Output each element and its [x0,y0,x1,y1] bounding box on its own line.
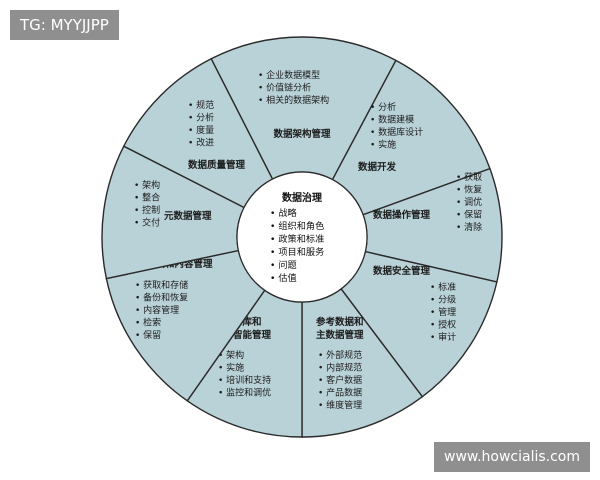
segment-item: • 分析 [188,112,214,124]
segment-item: • 培训和支持 [218,374,271,386]
center-item: • 政策和标准 [270,233,324,245]
segment-item: • 整合 [134,192,160,204]
segment-item: • 内容管理 [135,304,179,316]
segment-item: • 交付 [134,217,160,229]
segment-item: • 备份和恢复 [135,292,188,304]
watermark-tag: TG: MYYJJPP [10,10,119,40]
segment-item: • 控制 [134,204,160,216]
center-hub [236,171,368,303]
center-item: • 估值 [270,272,297,284]
segment-item: • 保留 [456,209,482,221]
segment-item: • 恢复 [456,184,482,196]
segment-item: • 企业数据模型 [258,69,320,81]
center-item: • 问题 [270,259,297,271]
segment-item: • 改进 [188,137,214,149]
segment-title: 数据操作管理 [372,209,431,221]
segment-item: • 架构 [218,349,244,361]
segment-title: 参考数据和主数据管理 [315,316,364,341]
segment-item: • 管理 [430,306,456,318]
center-title: 数据治理 [282,191,322,204]
segment-item: • 客户数据 [318,374,362,386]
segment-title: 数据质量管理 [187,159,246,171]
segment-item: • 度量 [188,124,214,136]
segment-title: 元数据管理 [164,210,212,222]
center-item: • 战略 [270,207,298,219]
segment-item: • 数据建模 [370,114,414,126]
segment-item: • 授权 [430,319,456,331]
segment-item: • 实施 [218,362,244,374]
segment-item: • 标准 [430,281,456,293]
segment-item: • 分级 [430,294,456,306]
segment-item: • 维度管理 [318,399,362,411]
segment-title: 数据安全管理 [372,265,431,277]
segment-item: • 分析 [370,101,396,113]
segment-item: • 获取 [456,172,482,183]
segment-item: • 清除 [456,221,482,233]
segment-item: • 检索 [135,317,161,329]
segment-item: • 价值链分析 [258,82,311,94]
segment-item: • 规范 [188,99,214,111]
segment-item: • 监控和调优 [218,387,271,399]
segment-item: • 内部规范 [318,362,362,374]
segment-item: • 外部规范 [318,349,362,361]
watermark-url: www.howcialis.com [434,442,590,472]
segment-item: • 保留 [135,329,161,341]
segment-title: 数据开发 [357,161,397,173]
segment-item: • 获取和存储 [135,279,188,291]
segment-item: • 相关的数据架构 [258,94,329,106]
segment-item: • 架构 [134,179,160,191]
segment-item: • 调优 [456,196,482,208]
segment-item: • 数据库设计 [370,126,423,138]
segment-item: • 实施 [370,139,396,151]
center-item: • 项目和服务 [270,246,324,258]
segment-title: 数据架构管理 [272,128,331,140]
segment-item: • 审计 [430,331,456,343]
center-item: • 组织和角色 [270,220,324,232]
segment-item: • 产品数据 [318,387,362,399]
center-items: • 战略• 组织和角色• 政策和标准• 项目和服务• 问题• 估值 [270,207,324,284]
